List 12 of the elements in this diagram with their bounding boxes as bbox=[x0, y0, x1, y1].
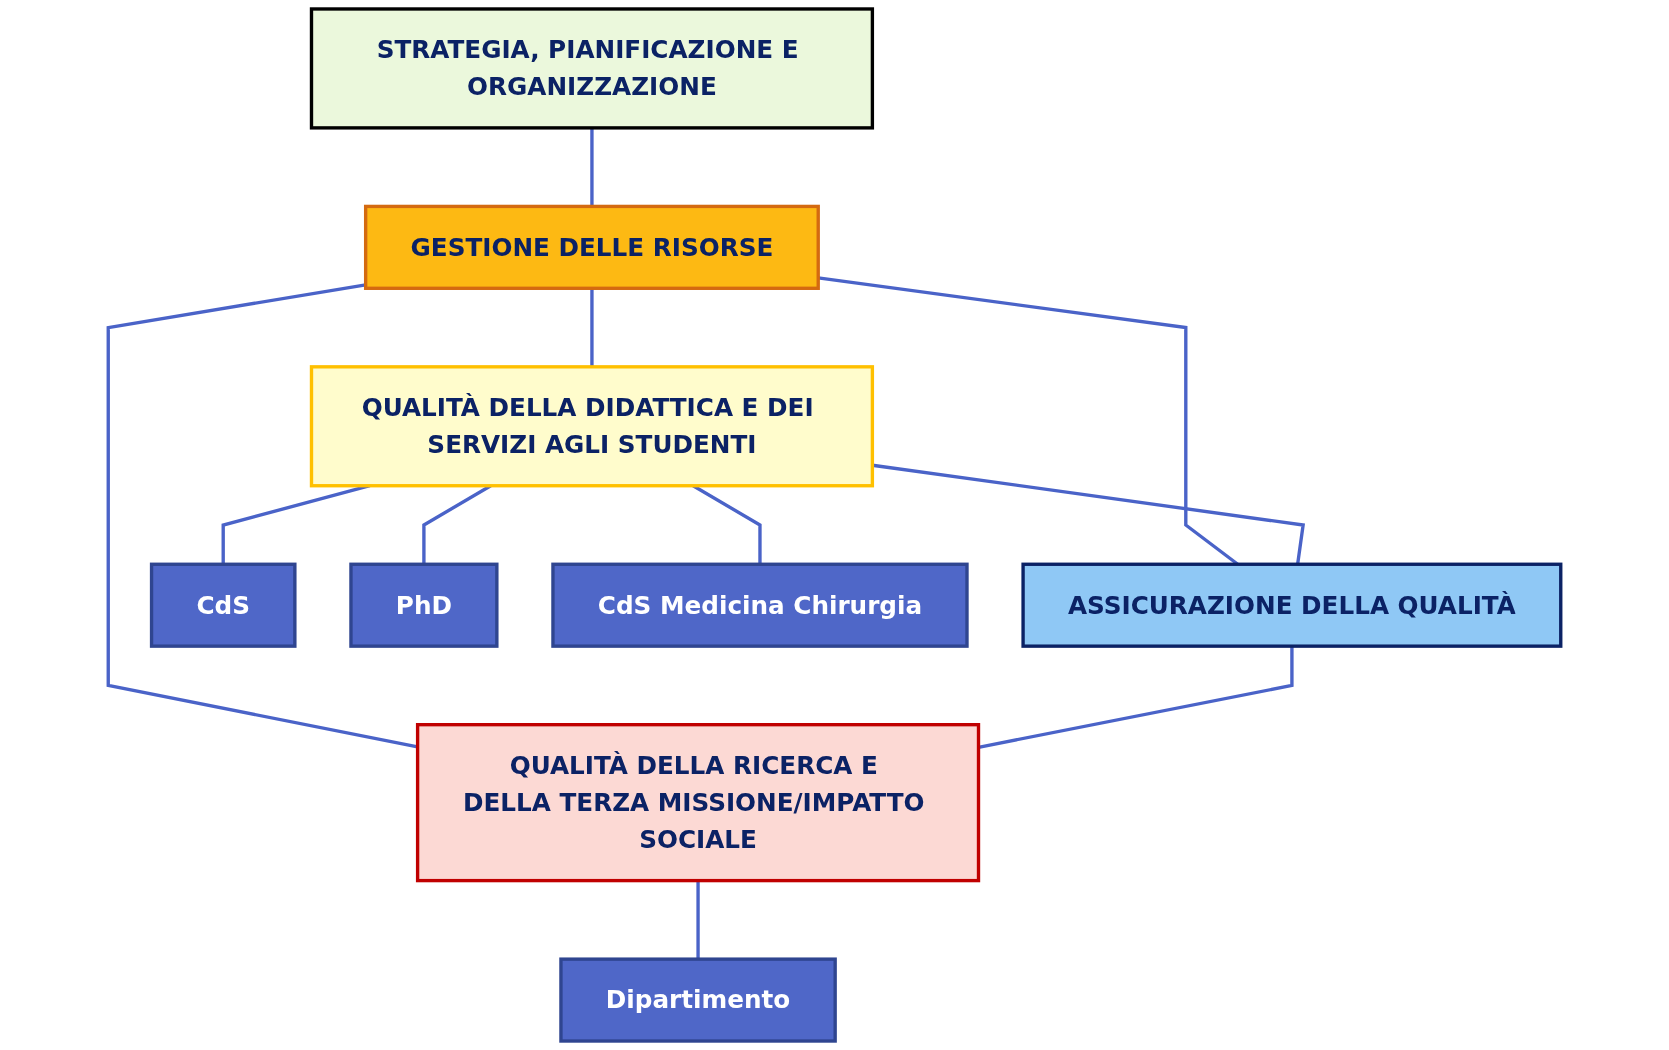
node-box: QUALITÀ DELLA DIDATTICA E DEI SERVIZI AGLI STUDENTI bbox=[309, 365, 875, 488]
node-box: STRATEGIA, PIANIFICAZIONE E ORGANIZZAZIONE bbox=[309, 7, 875, 130]
node-box: CdS Medicina Chirurgia bbox=[551, 562, 969, 648]
node-box: QUALITÀ DELLA RICERCA E DELLA TERZA MISSIONE/IMPATTO SOCIALE bbox=[415, 723, 981, 883]
connector bbox=[590, 288, 594, 367]
node-box: CdS bbox=[149, 562, 297, 648]
node-box: Dipartimento bbox=[559, 957, 837, 1043]
connector bbox=[696, 880, 700, 960]
node-box: GESTIONE DELLE RISORSE bbox=[363, 204, 820, 290]
connector bbox=[590, 127, 594, 207]
node-box: PhD bbox=[349, 562, 499, 648]
node-box: ASSICURAZIONE DELLA QUALITÀ bbox=[1021, 562, 1563, 648]
